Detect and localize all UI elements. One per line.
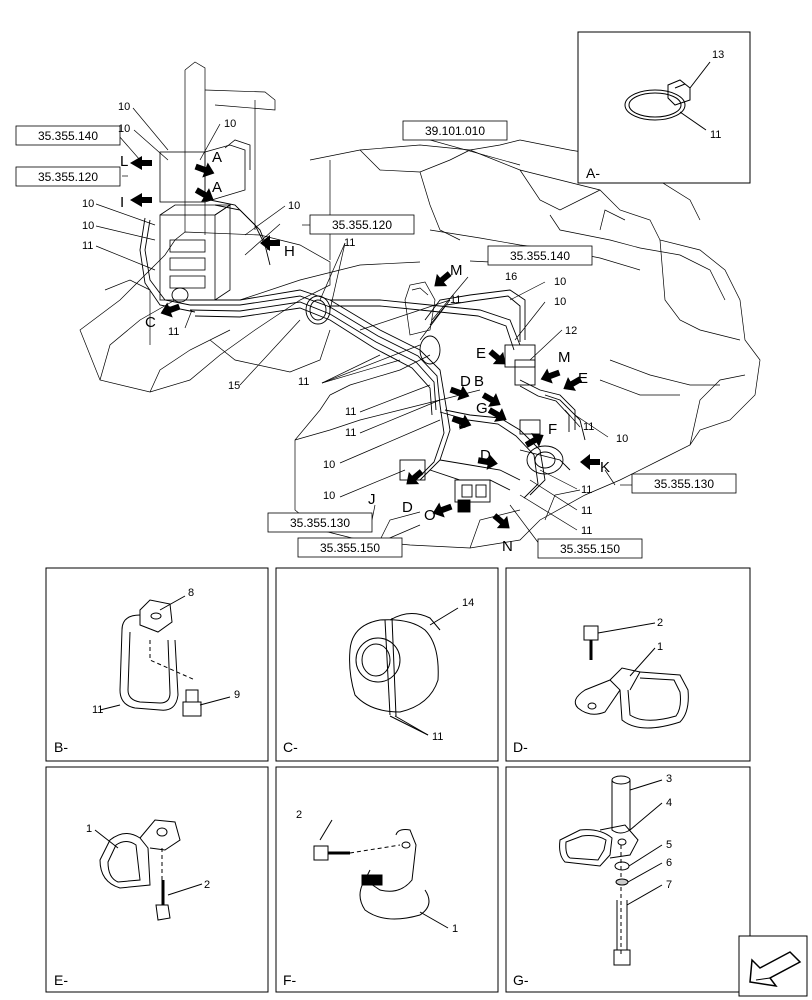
callout-number: 1 [86, 823, 92, 835]
callout-letter: M [558, 349, 571, 366]
callout-number: 11 [581, 505, 592, 517]
callout-number: 5 [666, 839, 672, 851]
callout-letter: C [145, 314, 156, 331]
ref-label: 35.355.150 [320, 541, 380, 555]
callout-number: 11 [581, 484, 592, 496]
callout-number: 9 [234, 689, 240, 701]
callout-number: 1 [657, 641, 663, 653]
callout-number: 13 [712, 49, 724, 61]
callout-letter: B [474, 373, 484, 390]
panel-title: G- [513, 972, 529, 988]
callout-letter: D [402, 499, 413, 516]
ref-label: 39.101.010 [425, 124, 485, 138]
main-letters: L I A A H C M M E E D D D D B G F K J O … [120, 149, 610, 555]
callout-number: 3 [666, 773, 672, 785]
panel-title: A- [586, 165, 600, 181]
panel-title: D- [513, 739, 528, 755]
callout-letter: M [450, 262, 463, 279]
callout-number: 10 [82, 220, 94, 232]
ref-label: 35.355.120 [38, 170, 98, 184]
callout-number: 11 [432, 731, 443, 743]
callout-number: 11 [581, 525, 592, 537]
clamps [171, 287, 564, 513]
view-arrows [130, 156, 600, 529]
ref-label: 35.355.130 [654, 477, 714, 491]
callout-number: 10 [82, 198, 94, 210]
callout-number: 8 [188, 587, 194, 599]
ref-label: 35.355.140 [510, 249, 570, 263]
callout-number: 2 [296, 809, 302, 821]
callout-number: 11 [583, 421, 594, 433]
panel-e: 1 2 E- [45, 766, 269, 993]
panel-title: B- [54, 739, 68, 755]
callout-letter: J [368, 491, 376, 508]
callout-letter: L [120, 153, 128, 170]
reference-labels: 35.355.140 35.355.120 35.355.120 35.355.… [38, 124, 714, 556]
callout-letter: D [460, 373, 471, 390]
callout-number: 7 [666, 879, 672, 891]
callout-number: 10 [288, 200, 300, 212]
callout-number: 1 [452, 923, 458, 935]
callout-letter: E [578, 370, 588, 387]
reference-boxes [15, 120, 737, 559]
callout-letter: N [502, 538, 513, 555]
callout-number: 11 [92, 704, 103, 716]
panel-title: E- [54, 972, 68, 988]
callout-number: 11 [344, 237, 355, 249]
callout-letter: K [600, 459, 610, 476]
callout-number: 16 [505, 271, 517, 283]
next-page-arrow-icon[interactable] [738, 935, 808, 997]
callout-number: 10 [224, 118, 236, 130]
ref-label: 35.355.150 [560, 542, 620, 556]
callout-number: 10 [616, 433, 628, 445]
panel-b: 8 11 9 B- [45, 567, 269, 762]
callout-number: 12 [565, 325, 577, 337]
callout-number: 10 [554, 276, 566, 288]
control-valve [159, 139, 251, 301]
callout-number: 14 [462, 597, 474, 609]
panel-d: 2 1 D- [505, 567, 751, 762]
callout-letter: F [548, 421, 557, 438]
callout-number: 11 [82, 240, 93, 252]
panel-title: F- [283, 972, 297, 988]
callout-letter: D [480, 447, 491, 464]
panel-title: C- [283, 739, 298, 755]
main-callouts: 10 10 10 10 10 10 10 10 10 10 11 11 11 1… [82, 101, 628, 537]
callout-number: 2 [657, 617, 663, 629]
callout-number: 11 [450, 294, 461, 306]
callout-number: 6 [666, 857, 672, 869]
callout-letter: O [424, 507, 436, 524]
panel-c: 14 11 C- [275, 567, 499, 762]
callout-letter: G [476, 400, 488, 417]
callout-letter: E [476, 345, 486, 362]
panel-a: 13 11 A- [577, 31, 751, 184]
machine-outline [79, 61, 761, 549]
callout-number: 11 [710, 129, 721, 141]
callout-number: 15 [228, 380, 240, 392]
callout-letter: H [284, 243, 295, 260]
panel-g: 3 4 5 6 7 G- [505, 766, 751, 993]
callout-number: 11 [168, 326, 179, 338]
ref-label: 35.355.130 [290, 516, 350, 530]
callout-number: 10 [118, 123, 130, 135]
callout-letter: D [458, 415, 469, 432]
callout-number: 4 [666, 797, 672, 809]
callout-letter: A [212, 149, 222, 166]
ref-label: 35.355.120 [332, 218, 392, 232]
panel-f: 2 1 F- [275, 766, 499, 993]
callout-number: 11 [345, 406, 356, 418]
leader-lines [95, 107, 635, 546]
callout-number: 10 [118, 101, 130, 113]
callout-number: 2 [204, 879, 210, 891]
callout-number: 10 [554, 296, 566, 308]
callout-number: 11 [298, 376, 309, 388]
ref-label: 35.355.140 [38, 129, 98, 143]
callout-letter: A [212, 179, 222, 196]
callout-letter: I [120, 194, 124, 211]
callout-number: 10 [323, 459, 335, 471]
callout-number: 10 [323, 490, 335, 502]
callout-number: 11 [345, 427, 356, 439]
